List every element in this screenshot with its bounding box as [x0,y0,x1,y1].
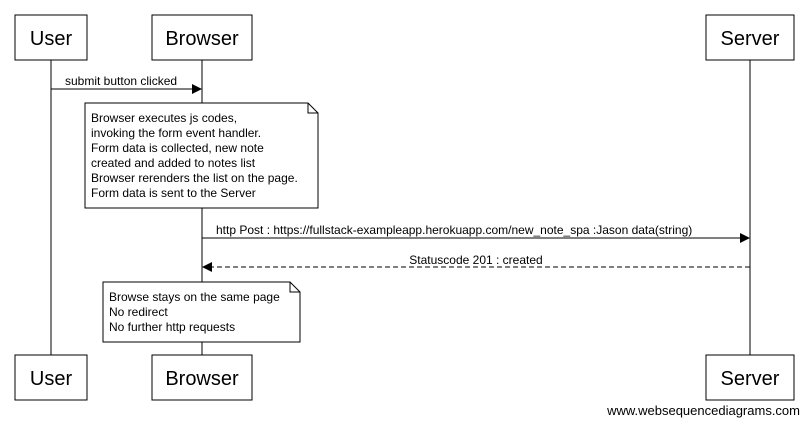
participant-server-top: Server [705,14,795,61]
participant-user-top-label: User [30,28,73,50]
note-line: No further http requests [109,320,235,334]
note-line: Browser executes js codes, [91,111,237,125]
participant-browser-bottom-label: Browser [165,368,239,390]
participant-server-bottom-label: Server [721,368,780,390]
participant-user-bottom-label: User [30,368,73,390]
message-label: Statuscode 201 : created [409,253,542,267]
message-label: http Post : https://fullstack-exampleapp… [216,223,692,237]
participant-user-top: User [14,14,88,61]
note-line: created and added to notes list [91,156,256,170]
participant-server-top-label: Server [721,28,780,50]
message-http-post: http Post : https://fullstack-exampleapp… [202,223,750,243]
note-browser-executes: Browser executes js codes, invoking the … [84,102,319,209]
participant-server-bottom: Server [705,354,795,401]
message-submit-clicked: submit button clicked [51,74,202,94]
watermark-link[interactable]: www.websequencediagrams.com [606,403,800,418]
participant-user-bottom: User [14,354,88,401]
note-line: Form data is collected, new note [91,141,264,155]
note-line: Browser rerenders the list on the page. [91,171,298,185]
participant-browser-top: Browser [151,14,253,61]
note-line: Browse stays on the same page [109,290,280,304]
participant-browser-bottom: Browser [151,354,253,401]
message-label: submit button clicked [65,74,177,88]
note-browse-stays: Browse stays on the same page No redirec… [102,281,301,343]
note-line: invoking the form event handler. [91,126,261,140]
note-line: Form data is sent to the Server [91,186,256,200]
participant-browser-top-label: Browser [165,28,239,50]
message-status-201: Statuscode 201 : created [202,253,750,272]
note-line: No redirect [109,305,168,319]
